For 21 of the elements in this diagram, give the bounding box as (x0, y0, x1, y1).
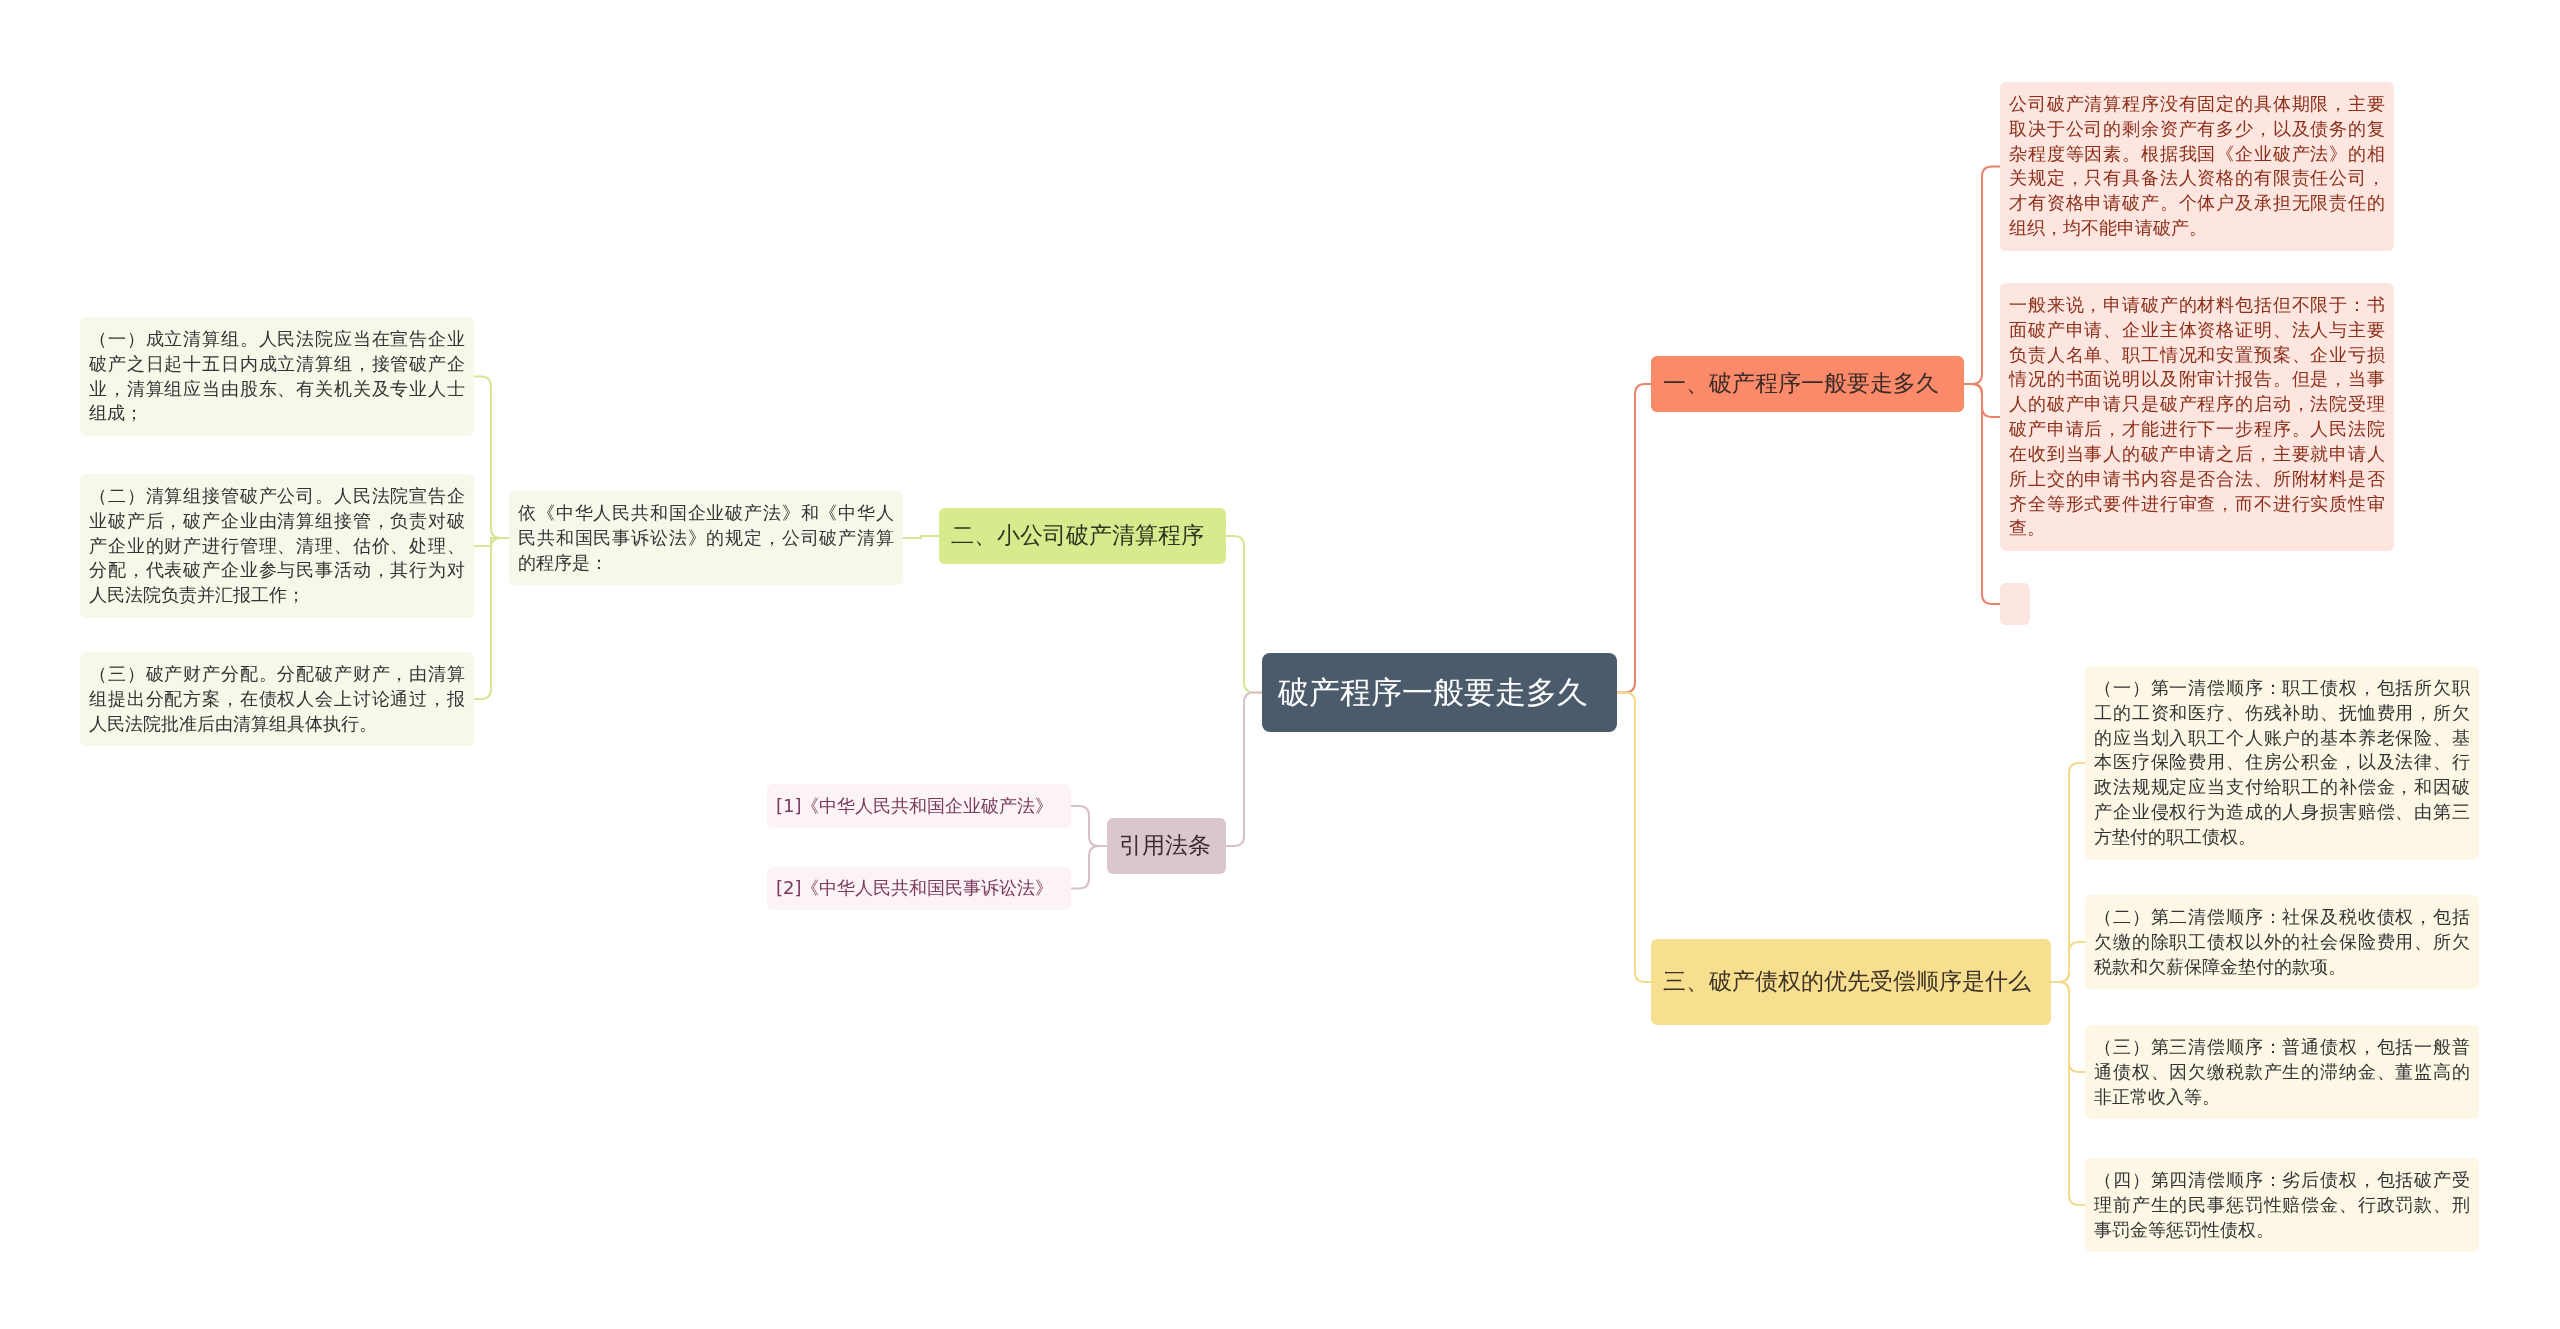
note-card: （二）清算组接管破产公司。人民法院宣告企业破产后，破产企业由清算组接管，负责对破产企业的财产进行管理、清理、估价、处理、分配，代表破产企业参与民事活动，其行为对人民法院负责并汇报工作； (80, 474, 474, 619)
branch-topic: 一、破产程序一般要走多久 (1651, 356, 1964, 412)
note-card: （三）第三清偿顺序：普通债权，包括一般普通债权、因欠缴税款产生的滞纳金、董监高的非正常收入等。 (2085, 1025, 2479, 1120)
connector-line (1225, 691, 1263, 847)
note-card: （一）成立清算组。人民法院应当在宣告企业破产之日起十五日内成立清算组，接管破产企业，清算组应当由股东、有关机关及专业人士组成； (80, 317, 474, 437)
note-card: [1]《中华人民共和国企业破产法》 (767, 784, 1071, 828)
note-card: （一）第一清偿顺序：职工债权，包括所欠职工的工资和医疗、伤残补助、抚恤费用，所欠的应当划入职工个人账户的基本养老保险、基本医疗保险费用、住房公积金，以及法律、行政法规规定应当支付给职工的补偿金，和因破产企业侵权行为造成的人身损害赔偿、由第三方垫付的职工债权。 (2085, 666, 2479, 860)
central-topic: 破产程序一般要走多久 (1262, 653, 1617, 732)
empty-card (2000, 583, 2030, 625)
connector-line (1070, 845, 1108, 890)
note-card: 公司破产清算程序没有固定的具体期限，主要取决于公司的剩余资产有多少，以及债务的复杂程度等因素。根据我国《企业破产法》的相关规定，只有具备法人资格的有限责任公司，才有资格申请破产。个体户及承担无限责任的组织，均不能申请破产。 (2000, 82, 2394, 251)
note-card: （三）破产财产分配。分配破产财产，由清算组提出分配方案，在债权人会上讨论通过，报人民法院批准后由清算组具体执行。 (80, 652, 474, 747)
note-card: （二）第二清偿顺序：社保及税收债权，包括欠缴的除职工债权以外的社会保险费用、所欠税款和欠薪保障金垫付的款项。 (2085, 895, 2479, 990)
note-card: 一般来说，申请破产的材料包括但不限于：书面破产申请、企业主体资格证明、法人与主要负责人名单、职工情况和安置预案、企业亏损情况的书面说明以及附审计报告。但是，当事人的破产申请只是破产程序的启动，法院受理破产申请后，才能进行下一步程序。人民法院在收到当事人的破产申请之后，主要就申请人所上交的申请书内容是否合法、所附材料是否齐全等形式要件进行审查，而不进行实质性审查。 (2000, 283, 2394, 552)
note-card: （四）第四清偿顺序：劣后债权，包括破产受理前产生的民事惩罚性赔偿金、行政罚款、刑事罚金等惩罚性债权。 (2085, 1158, 2479, 1253)
connector-line (902, 535, 940, 539)
branch-topic: 三、破产债权的优先受偿顺序是什么 (1651, 939, 2051, 1025)
note-card: [2]《中华人民共和国民事诉讼法》 (767, 867, 1071, 910)
note-card: 依《中华人民共和国企业破产法》和《中华人民共和国民事诉讼法》的规定，公司破产清算的程序是： (509, 491, 903, 586)
branch-topic: 二、小公司破产清算程序 (939, 508, 1226, 564)
branch-topic: 引用法条 (1107, 818, 1226, 874)
